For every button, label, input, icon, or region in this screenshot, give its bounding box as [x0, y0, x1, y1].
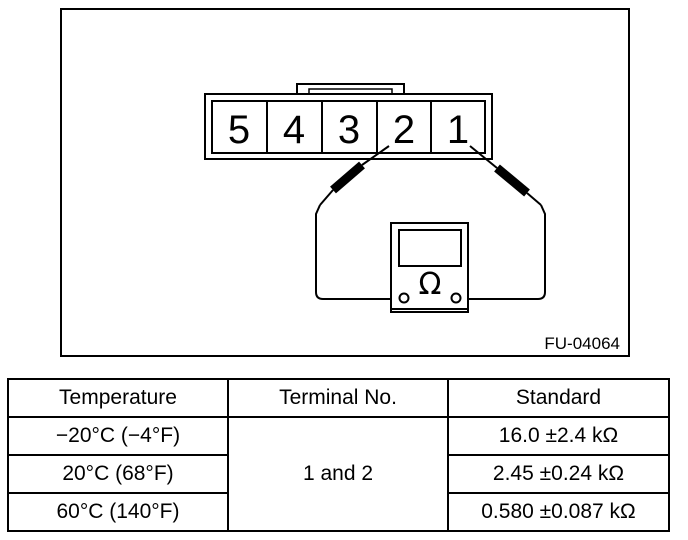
- header-terminal: Terminal No.: [227, 378, 449, 418]
- table-row: 20°C (68°F) 2.45 ±0.24 kΩ: [7, 454, 670, 494]
- resistance-spec-table: Temperature Terminal No. Standard −20°C …: [7, 378, 670, 532]
- connector-latch: [296, 83, 405, 94]
- table-row: 60°C (140°F) 0.580 ±0.087 kΩ: [7, 492, 670, 532]
- temperature-cell: 60°C (140°F): [7, 492, 229, 532]
- table-row: −20°C (−4°F) 1 and 2 16.0 ±2.4 kΩ: [7, 416, 670, 532]
- probe-right: [469, 145, 542, 206]
- standard-cell: 2.45 ±0.24 kΩ: [447, 454, 670, 494]
- standard-cell: 16.0 ±2.4 kΩ: [447, 416, 670, 456]
- temperature-cell: 20°C (68°F): [7, 454, 229, 494]
- ohm-symbol: Ω: [419, 267, 442, 302]
- pin-label-4: 4: [283, 108, 305, 152]
- connector-pin-block: [211, 100, 486, 154]
- meter-terminal-right: [450, 292, 462, 304]
- figure-id: FU-04064: [544, 334, 620, 353]
- figure-frame: [60, 8, 630, 357]
- table-header-row: Temperature Terminal No. Standard: [7, 378, 670, 418]
- pin-label-1: 1: [447, 108, 469, 152]
- connector-resistance-figure: 5 4 3 2 1 Ω FU-04064: [60, 8, 630, 357]
- test-lead-left: [315, 204, 398, 300]
- test-lead-right: [463, 204, 546, 300]
- connector-latch-inner: [308, 88, 393, 94]
- header-standard: Standard: [447, 378, 670, 418]
- connector-housing: [204, 93, 493, 160]
- meter-terminal-left: [398, 292, 410, 304]
- ohmmeter-icon: Ω: [390, 222, 469, 313]
- header-temperature: Temperature: [7, 378, 229, 418]
- standard-cell: 0.580 ±0.087 kΩ: [447, 492, 670, 532]
- pin-label-5: 5: [228, 108, 250, 152]
- pin-label-2: 2: [393, 108, 415, 152]
- temperature-cell: −20°C (−4°F): [7, 416, 229, 456]
- probe-left: [319, 145, 390, 206]
- pin-label-3: 3: [338, 108, 360, 152]
- terminal-cell: 1 and 2: [227, 416, 449, 532]
